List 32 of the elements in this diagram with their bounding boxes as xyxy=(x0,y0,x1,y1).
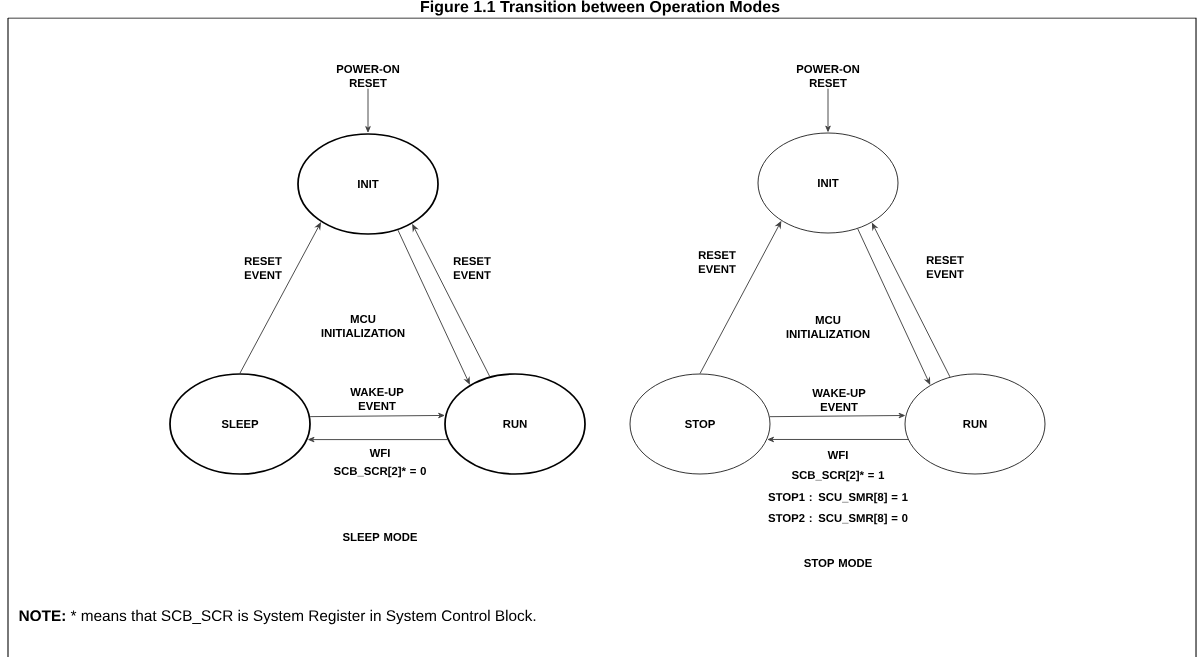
edge-label: WFI xyxy=(369,449,390,457)
footnote: NOTE:* means that SCB_SCR is System Register in System Control Block. xyxy=(19,609,536,625)
arrow xyxy=(412,224,491,377)
edge-label: RESET EVENT xyxy=(244,257,282,279)
condition-label: SCB_SCR[2]* = 0 xyxy=(333,466,426,478)
trigger-label: POWER-ON RESET xyxy=(796,65,860,87)
edge-label: WAKE-UP EVENT xyxy=(350,388,404,410)
arrow xyxy=(239,222,321,374)
arrow xyxy=(825,88,831,132)
trigger-label: POWER-ON RESET xyxy=(336,65,400,87)
arrow xyxy=(397,229,470,385)
arrow xyxy=(309,412,445,419)
edge-label: WFI xyxy=(827,451,848,459)
condition-label: SCB_SCR[2]* = 1 xyxy=(791,470,885,482)
condition-label: STOP1 : SCU_SMR[8] = 1 xyxy=(768,492,908,504)
diagram-caption: SLEEP MODE xyxy=(342,533,417,541)
arrow xyxy=(769,412,905,419)
center-label: MCU INITIALIZATION xyxy=(786,316,870,338)
arrow xyxy=(308,436,448,443)
edge-label: RESET EVENT xyxy=(698,251,736,273)
diagram-caption: STOP MODE xyxy=(804,559,872,567)
arrow xyxy=(857,228,931,385)
edge-label: WAKE-UP EVENT xyxy=(812,389,866,411)
arrow xyxy=(871,223,951,378)
arrow xyxy=(699,221,782,375)
arrow xyxy=(365,88,371,133)
edge-label: RESET EVENT xyxy=(453,257,491,279)
edge-label: RESET EVENT xyxy=(926,256,964,278)
center-label: MCU INITIALIZATION xyxy=(321,315,405,337)
condition-label: STOP2 : SCU_SMR[8] = 0 xyxy=(768,513,908,525)
arrow xyxy=(767,436,909,443)
figure-title: Figure 1.1 Transition between Operation Modes xyxy=(421,0,780,16)
